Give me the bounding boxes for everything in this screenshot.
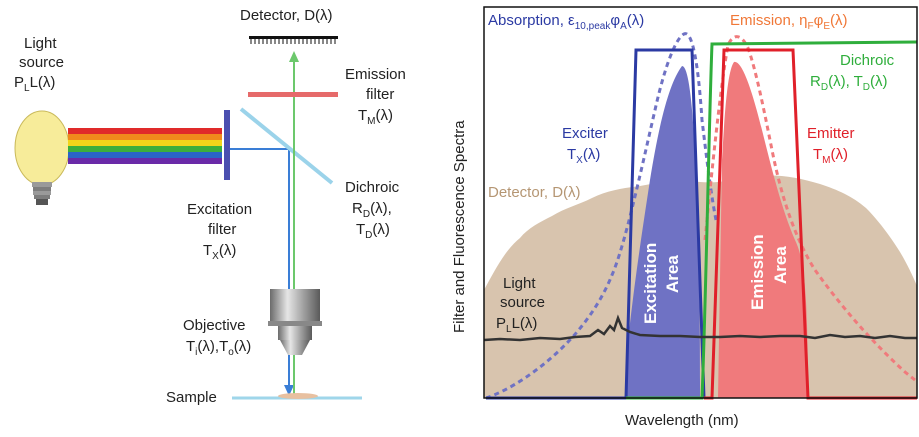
absorption-curve [485, 32, 718, 400]
exciter-label-2: TX(λ) [567, 146, 600, 166]
y-axis-label: Filter and Fluorescence Spectra [451, 120, 468, 333]
absorption-label: Absorption, ε10,peakφA(λ) [488, 12, 644, 32]
objective-label-2: Ti(λ),To(λ) [186, 338, 251, 358]
x-axis-label: Wavelength (nm) [625, 412, 739, 429]
dichroic-plot-label-1: Dichroic [840, 52, 895, 69]
dichroic-mirror [239, 107, 334, 185]
detector-label: Detector, D(λ) [240, 7, 333, 24]
emission-arrow-icon [289, 51, 299, 62]
sample-label: Sample [166, 389, 217, 406]
emission-filter-plate [248, 92, 338, 97]
excitation-area-label-1: Excitation [641, 243, 660, 324]
emission-label: Emission, ηFφE(λ) [730, 12, 848, 32]
objective-label-1: Objective [183, 317, 246, 334]
emission-filter-label-1: Emission [345, 66, 406, 83]
emitter-label-2: TM(λ) [813, 146, 848, 166]
sample-specimen [278, 393, 318, 399]
emission-area-label-2: Area [771, 246, 790, 284]
dichroic-label-1: Dichroic [345, 179, 400, 196]
objective-lens-icon [268, 289, 322, 355]
detector-icon [249, 36, 338, 44]
excitation-filter-plate [224, 110, 230, 180]
emitter-label-1: Emitter [807, 125, 855, 142]
excitation-filter-label-2: filter [208, 221, 236, 238]
light-source-plot-label-2: source [500, 294, 545, 311]
excitation-arrow-icon [284, 385, 294, 396]
dichroic-plot-label-2: RD(λ), TD(λ) [810, 73, 888, 93]
light-source-label-2: source [19, 54, 64, 71]
emission-filter-label-2: filter [366, 86, 394, 103]
emission-filter-label-3: TM(λ) [358, 107, 393, 127]
excitation-filter-label-3: TX(λ) [203, 242, 236, 262]
detector-plot-label: Detector, D(λ) [488, 184, 581, 201]
light-source-label-3: PLL(λ) [14, 74, 55, 94]
excitation-filter-label-1: Excitation [187, 201, 252, 218]
exciter-label-1: Exciter [562, 125, 608, 142]
optical-path-diagram: Detector, D(λ) Light source PLL(λ) Emiss… [14, 7, 406, 406]
emission-curve [703, 35, 916, 382]
excitation-area-label-2: Area [663, 255, 682, 293]
light-source-spectrum [483, 314, 917, 342]
dichroic-curve [626, 40, 918, 400]
dichroic-label-3: TD(λ) [356, 221, 390, 241]
emission-area-label-1: Emission [748, 234, 767, 310]
excitation-light-path [230, 148, 290, 393]
spectra-plot: Filter and Fluorescence Spectra Waveleng… [451, 6, 918, 429]
light-bulb-icon [14, 110, 70, 205]
light-source-label-1: Light [24, 35, 57, 52]
light-source-plot-label-1: Light [503, 275, 536, 292]
emission-area-fill [718, 61, 808, 398]
dichroic-label-2: RD(λ), [352, 200, 392, 220]
rainbow-beam [68, 128, 222, 164]
plot-frame [483, 6, 918, 399]
excitation-area-fill [626, 66, 700, 398]
